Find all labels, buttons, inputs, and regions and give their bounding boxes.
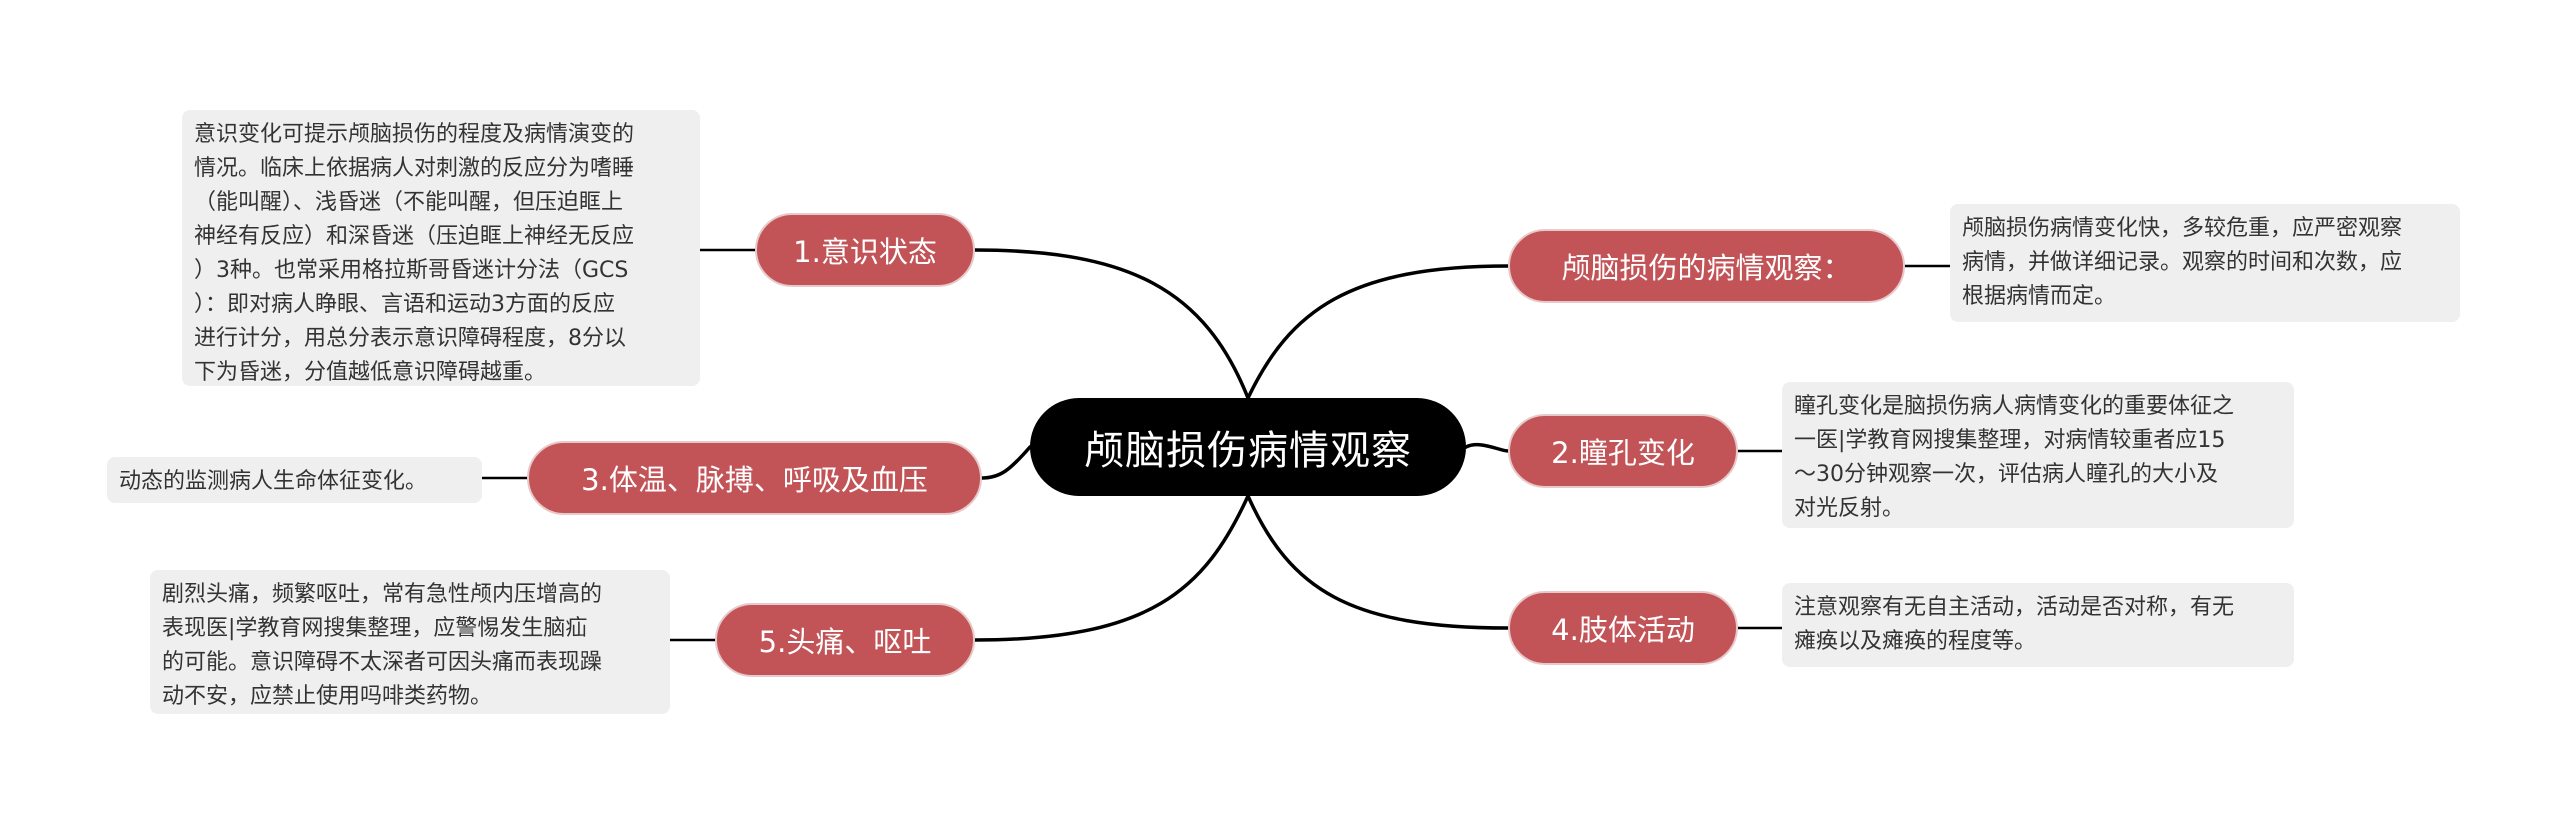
branch-consciousness[interactable]: 1.意识状态	[755, 213, 975, 287]
branch-pupil[interactable]: 2.瞳孔变化	[1508, 414, 1738, 488]
note-headache: 剧烈头痛，频繁呕吐，常有急性颅内压增高的 表现医|学教育网搜集整理，应警惕发生脑…	[150, 570, 670, 714]
link-limb	[1246, 494, 1510, 630]
branch-headache[interactable]: 5.头痛、呕吐	[715, 603, 975, 677]
note-limb: 注意观察有无自主活动，活动是否对称，有无 瘫痪以及瘫痪的程度等。	[1782, 583, 2294, 667]
branch-vitals[interactable]: 3.体温、脉搏、呼吸及血压	[527, 441, 982, 515]
link-pupil	[1464, 442, 1510, 453]
branch-limb[interactable]: 4.肢体活动	[1508, 591, 1738, 665]
note-observation: 颅脑损伤病情变化快，多较危重，应严密观察 病情，并做详细记录。观察的时间和次数，…	[1950, 204, 2460, 322]
note-consciousness: 意识变化可提示颅脑损伤的程度及病情演变的 情况。临床上依据病人对刺激的反应分为嗜…	[182, 110, 700, 386]
link-observation	[1246, 264, 1510, 400]
note-pupil: 瞳孔变化是脑损伤病人病情变化的重要体征之 一医|学教育网搜集整理，对病情较重者应…	[1782, 382, 2294, 528]
branch-observation[interactable]: 颅脑损伤的病情观察：	[1508, 229, 1905, 303]
link-vitals	[980, 445, 1032, 480]
link-headache	[973, 494, 1250, 642]
note-vitals: 动态的监测病人生命体征变化。	[107, 457, 482, 503]
central-topic[interactable]: 颅脑损伤病情观察	[1030, 398, 1466, 496]
link-consciousness	[973, 248, 1250, 400]
